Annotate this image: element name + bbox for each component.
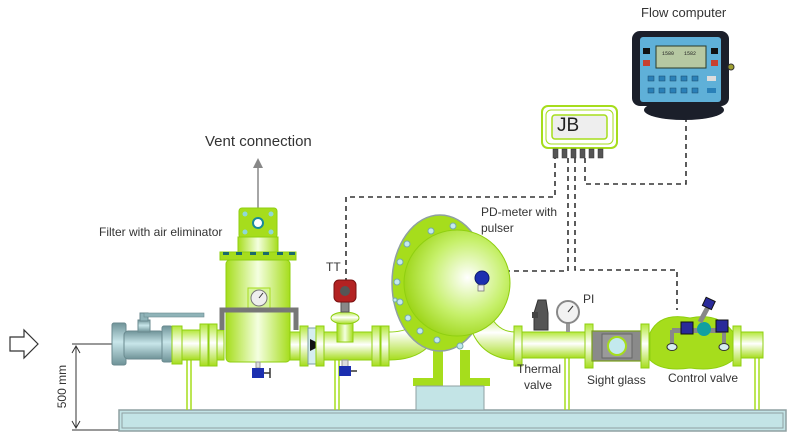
filter-drain-valve-icon [252,361,271,378]
signal-wiring [345,118,687,310]
label-thermal-valve-line2: valve [524,378,553,392]
label-pi: PI [583,292,595,306]
label-pd-meter-line2: pulser [481,221,514,235]
thermal-relief-valve [532,299,549,331]
label-thermal-valve-line1: Thermal [517,362,562,376]
label-sight-glass: Sight glass [587,373,646,387]
label-tt: TT [326,260,341,274]
flow-computer-reading-right: 1582 [684,51,696,57]
control-valve-pilot [666,296,730,351]
skid-base [118,409,787,432]
flow-computer: 1580 1582 [632,31,735,120]
inlet-flow-arrow-icon [9,328,39,360]
filter-air-eliminator [219,207,299,378]
pd-meter-with-pulser [391,214,511,411]
flow-computer-reading-left: 1580 [662,51,674,57]
signal-line-flow-computer [584,118,687,185]
label-filter-air-eliminator: Filter with air eliminator [99,225,223,239]
label-flow-computer: Flow computer [641,5,727,20]
label-pd-meter-line1: PD-meter with [481,205,558,219]
signal-line-tt [345,158,556,292]
label-jb: JB [557,115,580,136]
temperature-transmitter [330,279,360,376]
label-height-dimension: 500 mm [55,364,70,409]
height-dimension [71,343,120,431]
label-vent-connection: Vent connection [205,133,312,150]
inlet-ball-valve [111,312,205,366]
signal-line-pd-meter [505,158,569,272]
label-control-valve: Control valve [668,371,739,385]
junction-box [541,105,618,159]
signal-line-control-valve [574,158,678,310]
pipe-supports [186,355,760,410]
pressure-indicator-gauge [556,300,580,332]
